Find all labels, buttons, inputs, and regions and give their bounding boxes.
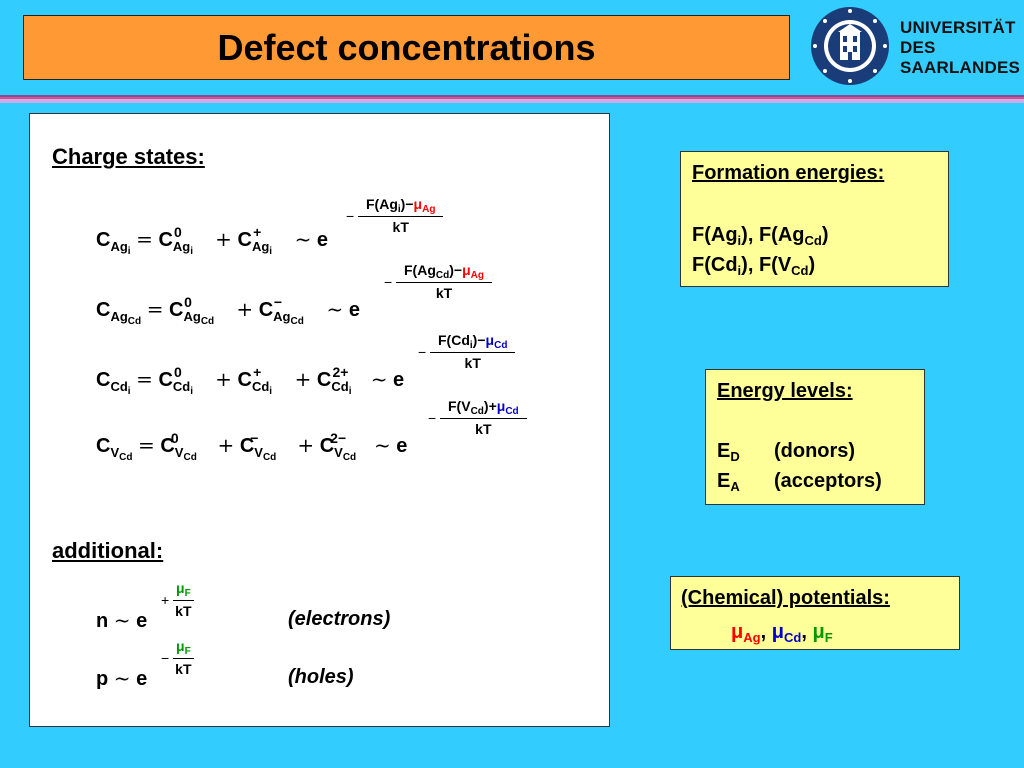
university-name: UNIVERSITÄT DES SAARLANDES <box>900 18 1021 77</box>
slide-title: Defect concentrations <box>23 15 790 80</box>
charge-states-heading: Charge states: <box>52 144 205 169</box>
acceptor-symbol: EA <box>717 470 740 494</box>
equation-v-cd: CVCd = CVCd0 + CVCd− + CVCd2− ~ e <box>96 430 408 463</box>
energy-levels-heading: Energy levels: <box>717 380 853 402</box>
electrons-label: (electrons) <box>288 608 391 630</box>
equation-holes: p ~ e <box>96 666 148 690</box>
header-divider <box>0 95 1024 103</box>
formation-energies-line-2: F(Cdi), F(VCd) <box>692 254 816 278</box>
equations-panel: Charge states: CAgi = CAgi0 + CAgi+ ~ e … <box>29 113 610 727</box>
university-seal-icon <box>811 7 889 85</box>
equation-ag-i: CAgi = CAgi0 + CAgi+ ~ e <box>96 224 329 257</box>
equation-electrons: n ~ e <box>96 608 148 632</box>
exponent-ag-i: − F(Agi)−μAg kT <box>346 196 444 235</box>
donor-symbol: ED <box>717 440 740 464</box>
energy-levels-box: Energy levels: ED (donors) EA (acceptors… <box>705 369 925 505</box>
exponent-ag-cd: − F(AgCd)−μAg kT <box>384 262 492 301</box>
formation-energies-line-1: F(Agi), F(AgCd) <box>692 224 829 248</box>
exponent-cd-i: − F(Cdi)−μCd kT <box>418 332 516 371</box>
equation-cd-i: CCdi = CCdi0 + CCdi+ + CCdi2+ ~ e <box>96 364 405 397</box>
university-logo: UNIVERSITÄT DES SAARLANDES <box>810 6 1020 88</box>
chemical-potentials-list: μAg, μCd, μF <box>731 621 833 645</box>
exponent-holes: − μF kT <box>161 638 194 677</box>
exponent-electrons: + μF kT <box>161 580 194 619</box>
donor-label: (donors) <box>774 440 856 462</box>
chemical-potentials-box: (Chemical) potentials: μAg, μCd, μF <box>670 576 960 650</box>
acceptor-label: (acceptors) <box>774 470 882 492</box>
formation-energies-box: Formation energies: F(Agi), F(AgCd) F(Cd… <box>680 151 949 287</box>
chemical-potentials-heading: (Chemical) potentials: <box>681 587 890 609</box>
formation-energies-heading: Formation energies: <box>692 162 885 184</box>
equation-ag-cd: CAgCd = CAgCd0 + CAgCd− ~ e <box>96 294 360 327</box>
additional-heading: additional: <box>52 538 164 563</box>
exponent-v-cd: − F(VCd)+μCd kT <box>428 398 527 437</box>
holes-label: (holes) <box>288 666 354 688</box>
